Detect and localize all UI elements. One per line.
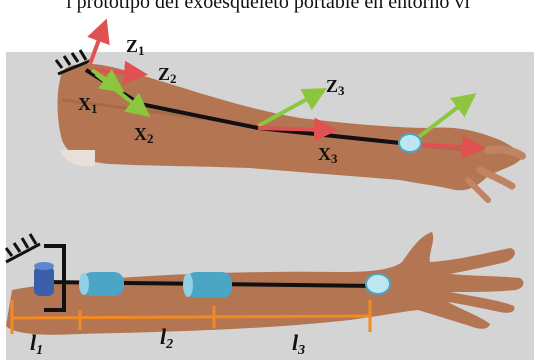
x3-axis-arrow xyxy=(258,128,330,130)
shoulder-joint-cylinder xyxy=(34,262,54,296)
z1-label: Z1 xyxy=(126,36,145,58)
wrist-joint-bottom xyxy=(366,274,390,294)
z1-axis-arrow xyxy=(90,26,104,64)
wrist-joint-top xyxy=(399,134,421,152)
elbow-joint-cylinder-1 xyxy=(79,272,124,296)
elbow-joint-cylinder-2 xyxy=(183,272,232,298)
l3-label: l3 xyxy=(292,330,305,358)
z3-label: Z3 xyxy=(326,76,345,98)
z2-label: Z2 xyxy=(158,64,177,86)
ground-symbol-bottom xyxy=(6,234,40,262)
